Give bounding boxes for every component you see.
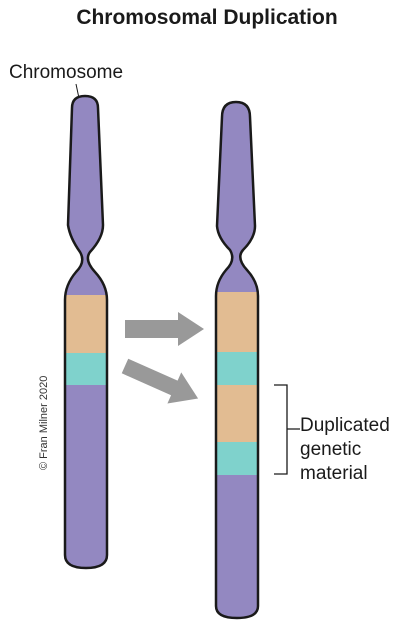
- band-tan-original: [60, 295, 112, 353]
- band-teal-original: [60, 353, 112, 385]
- arrow-right: [125, 312, 204, 346]
- original-chromosome: [60, 90, 112, 575]
- arrow-diagonal: [118, 350, 205, 414]
- duplicated-chromosome: [210, 95, 265, 622]
- duplicated-region-bracket: [274, 385, 300, 474]
